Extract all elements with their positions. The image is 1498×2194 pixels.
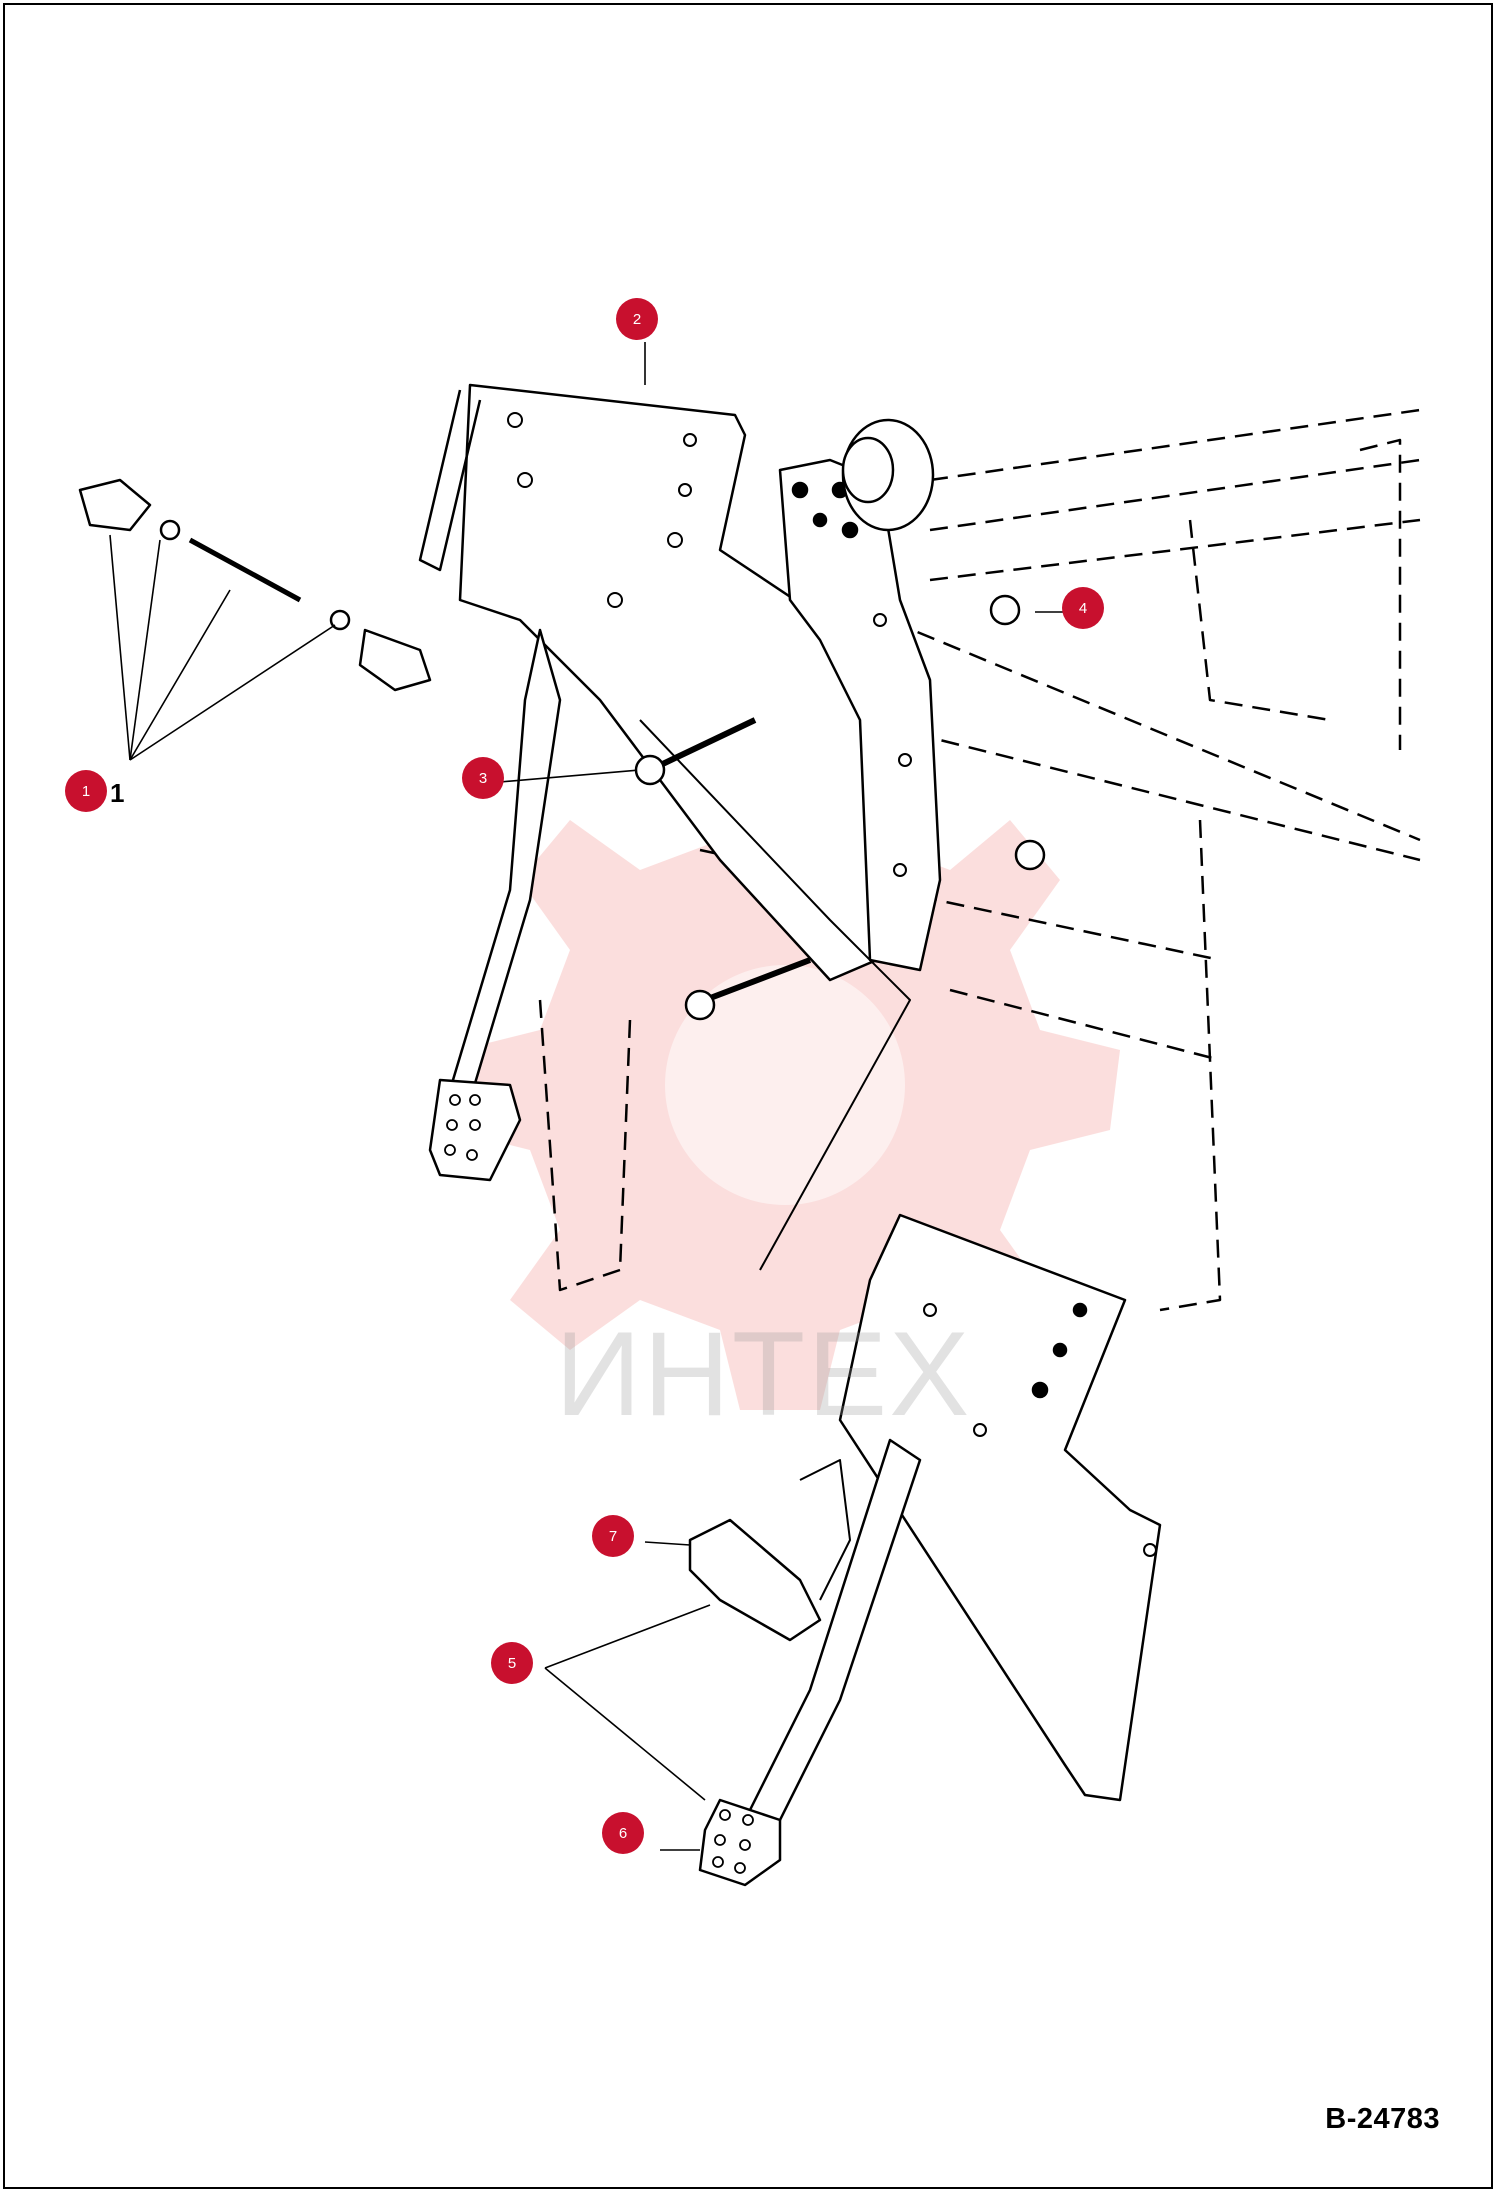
part-label-1: 1	[110, 778, 125, 808]
callout-4: 4	[1062, 587, 1104, 629]
watermark-text: ИНТЕХ	[555, 1307, 972, 1441]
callout-5: 5	[491, 1642, 533, 1684]
callout-leaders	[109, 342, 1070, 1851]
drawing-frame	[3, 3, 1493, 2189]
rod-end-assembly	[78, 478, 432, 692]
callout-6: 6	[602, 1812, 644, 1854]
pedal-cover-7	[688, 1518, 822, 1642]
bolt-lower	[703, 957, 812, 1003]
callout-1: 1	[65, 770, 107, 812]
lower-pedal-bracket	[838, 1213, 1162, 1802]
upper-lever-arm	[418, 389, 482, 572]
upper-pedal-bracket	[458, 383, 902, 982]
nut-lower	[1014, 839, 1046, 871]
callout-7: 7	[592, 1515, 634, 1557]
nut-4	[989, 594, 1021, 626]
bolt-3	[648, 717, 757, 773]
callout-3: 3	[462, 757, 504, 799]
lower-pedal-arm	[728, 1438, 922, 1862]
callout-2: 2	[616, 298, 658, 340]
control-cable	[639, 719, 911, 1271]
drawing-reference: B-24783	[1325, 2103, 1440, 2135]
